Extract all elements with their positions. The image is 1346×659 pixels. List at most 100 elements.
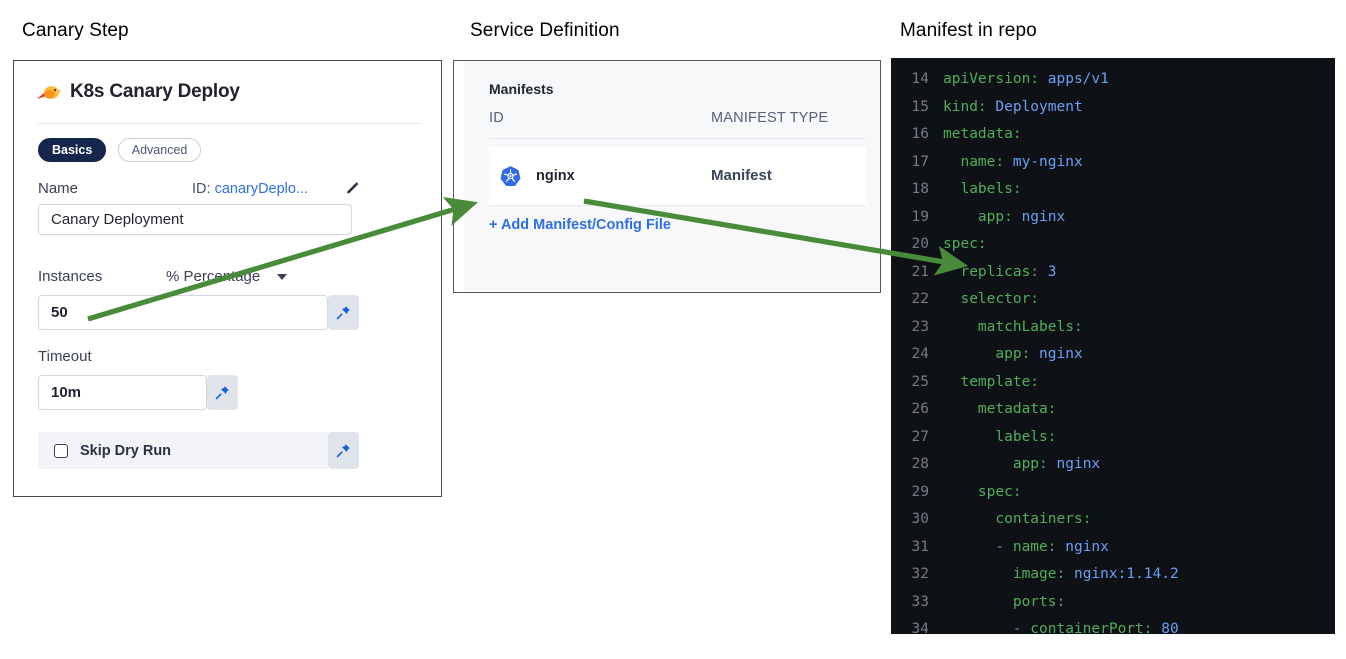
line-number: 18 [911, 181, 929, 197]
code-value: apps/v1 [1047, 71, 1109, 87]
pin-icon-timeout[interactable] [207, 375, 238, 410]
code-value: nginx [1021, 208, 1066, 225]
code-key: name: [960, 153, 1005, 170]
table-header-divider [489, 138, 866, 139]
chevron-down-icon[interactable] [277, 274, 287, 280]
left-gutter [454, 61, 464, 292]
line-number: 23 [911, 318, 929, 335]
column-header-id: ID [489, 110, 504, 126]
line-number: 32 [911, 566, 929, 582]
code-line: 19 app: nginx [891, 204, 1335, 232]
code-value: 80 [1161, 621, 1179, 634]
header-divider [38, 123, 421, 124]
canary-step-card: K8s Canary Deploy Basics Advanced Name I… [13, 60, 442, 497]
code-value: 3 [1047, 263, 1057, 280]
line-number: 24 [911, 346, 929, 362]
code-key: selector: [960, 291, 1040, 307]
code-key: metadata: [943, 126, 1022, 142]
code-key: replicas: [960, 263, 1040, 280]
code-key: - containerPort: [1012, 621, 1153, 634]
line-number: 28 [911, 456, 929, 472]
code-key: kind: [943, 98, 987, 115]
timeout-input[interactable]: 10m [38, 375, 207, 410]
code-line: 23 matchLabels: [891, 314, 1335, 342]
line-number: 33 [911, 593, 929, 610]
code-line: 31 - name: nginx [891, 534, 1335, 562]
code-line: 18 labels: [891, 176, 1335, 204]
code-line: 34 - containerPort: 80 [891, 616, 1335, 634]
skip-dry-run-row[interactable]: Skip Dry Run [38, 432, 328, 469]
code-key: spec: [977, 483, 1022, 500]
name-label: Name [38, 180, 79, 197]
skip-dry-run-checkbox[interactable] [54, 443, 68, 458]
code-value: nginx:1.14.2 [1073, 566, 1179, 582]
code-line: 21 replicas: 3 [891, 259, 1335, 287]
code-line: 16 metadata: [891, 121, 1335, 149]
line-number: 17 [911, 153, 929, 170]
code-line: 32 image: nginx:1.14.2 [891, 561, 1335, 589]
caption-service-definition: Service Definition [470, 20, 620, 41]
code-key: ports: [1012, 593, 1066, 610]
canary-bird-icon [36, 83, 62, 103]
line-number: 20 [911, 236, 929, 252]
pencil-icon[interactable] [345, 181, 360, 196]
line-number: 30 [911, 511, 929, 527]
code-key: - name: [995, 538, 1057, 555]
instances-unit-select[interactable]: % Percentage [166, 268, 261, 285]
code-line: 33 ports: [891, 589, 1335, 617]
code-key: spec: [943, 236, 987, 252]
line-number: 16 [911, 126, 929, 142]
column-header-manifest-type: MANIFEST TYPE [711, 110, 829, 126]
line-number: 22 [911, 291, 929, 307]
line-number: 21 [911, 263, 929, 280]
code-key: app: [1012, 456, 1048, 472]
code-value: nginx [1056, 456, 1101, 472]
name-input[interactable]: Canary Deployment [38, 204, 352, 235]
pin-icon-skip-dry-run[interactable] [328, 432, 359, 469]
code-key: app: [977, 208, 1013, 225]
code-value: my-nginx [1012, 153, 1083, 170]
kubernetes-icon [499, 165, 522, 188]
table-row[interactable]: nginx Manifest [489, 147, 866, 206]
add-manifest-link[interactable]: + Add Manifest/Config File [489, 217, 671, 233]
code-line: 26 metadata: [891, 396, 1335, 424]
tab-basics[interactable]: Basics [38, 138, 107, 162]
code-line: 30 containers: [891, 506, 1335, 534]
instances-input[interactable]: 50 [38, 295, 328, 330]
code-line: 20 spec: [891, 231, 1335, 259]
code-line: 29 spec: [891, 479, 1335, 507]
id-prefix: ID: [192, 181, 211, 197]
code-line: 25 template: [891, 369, 1335, 397]
code-key: labels: [995, 428, 1057, 445]
pin-icon-instances[interactable] [328, 295, 359, 330]
code-key: containers: [995, 511, 1092, 527]
line-number: 19 [911, 208, 929, 225]
code-key: labels: [960, 181, 1022, 197]
page-title: K8s Canary Deploy [70, 81, 240, 102]
line-number: 25 [911, 373, 929, 390]
timeout-label: Timeout [38, 348, 92, 365]
id-value[interactable]: canaryDeplo... [214, 181, 309, 197]
code-key: apiVersion: [943, 71, 1040, 87]
code-value: nginx [1065, 538, 1109, 555]
code-key: app: [995, 346, 1031, 362]
tab-group: Basics Advanced [38, 138, 202, 162]
code-value: nginx [1039, 346, 1083, 362]
code-key: template: [960, 373, 1040, 390]
code-line: 17 name: my-nginx [891, 149, 1335, 177]
line-number: 34 [911, 621, 929, 634]
service-definition-card: Manifests ID MANIFEST TYPE [453, 60, 881, 293]
code-key: image: [1012, 566, 1066, 582]
code-key: matchLabels: [977, 318, 1083, 335]
line-number: 29 [911, 483, 929, 500]
skip-dry-run-label: Skip Dry Run [80, 442, 172, 459]
step-id-line: ID: canaryDeplo... [192, 181, 308, 197]
tab-advanced[interactable]: Advanced [117, 138, 202, 162]
code-line: 28 app: nginx [891, 451, 1335, 479]
instances-label: Instances [38, 268, 103, 285]
